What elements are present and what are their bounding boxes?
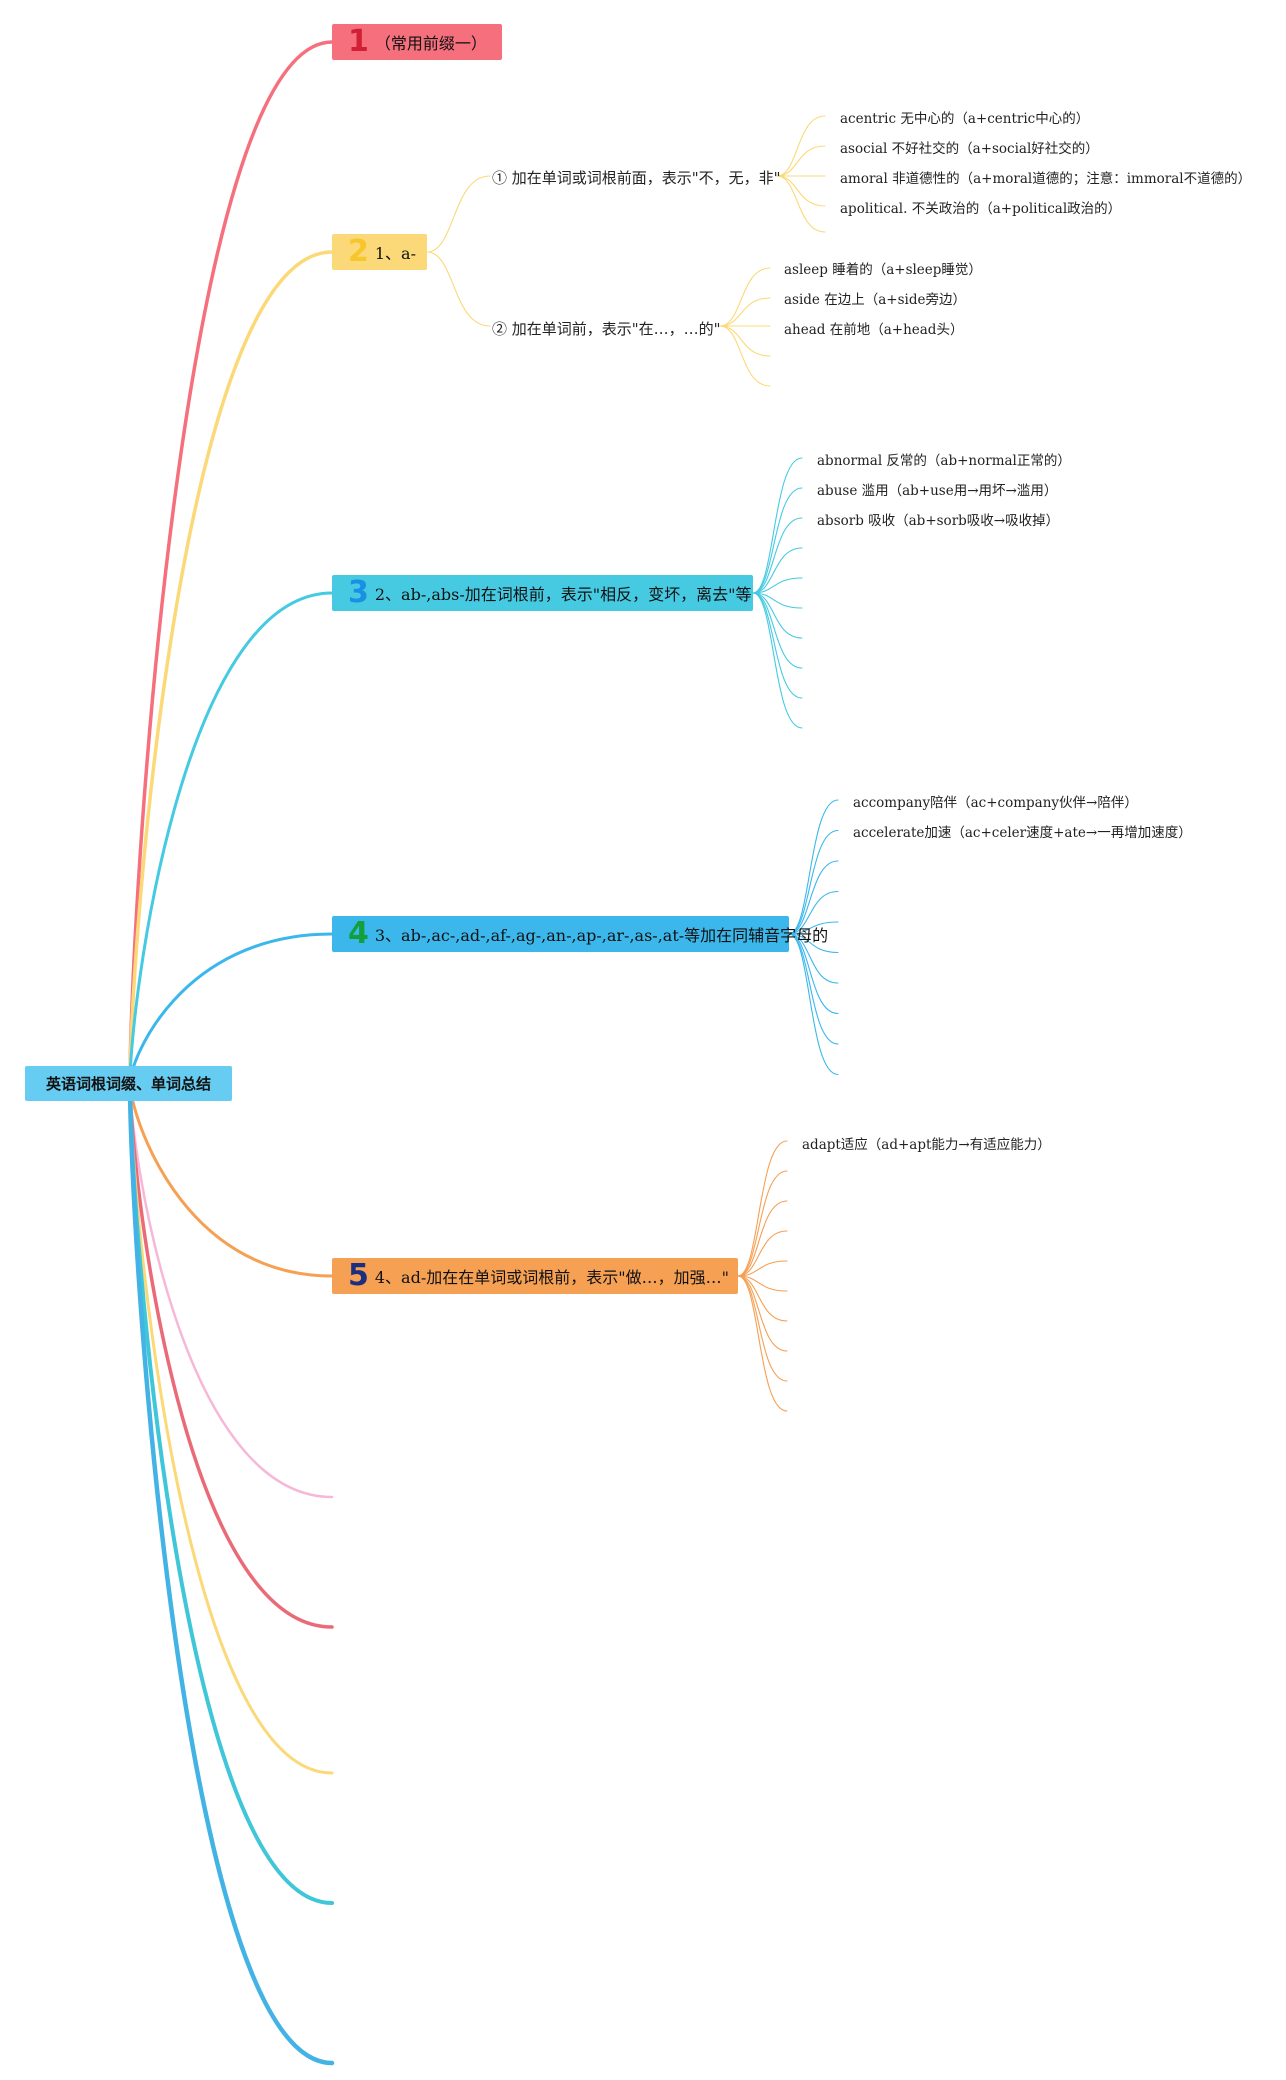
branch-2-sub-2-leaf-connector-4	[719, 325, 771, 357]
branch-5-leaf-connector-9	[737, 1275, 788, 1382]
branch-5-leaf-connector-1	[737, 1140, 788, 1277]
branch-5-number: 5	[348, 1258, 369, 1293]
branch-2-node[interactable]: 2 1、a-	[332, 234, 427, 270]
branch-5-leaf-connector-7	[737, 1275, 788, 1322]
leaf-acentric[interactable]: acentric 无中心的（a+centric中心的）	[840, 111, 1090, 127]
branch-3-leaf-connector-7	[752, 592, 803, 639]
leaf-ahead[interactable]: ahead 在前地（a+head头）	[784, 322, 964, 338]
leaf-adapt[interactable]: adapt适应（ad+apt能力→有适应能力）	[802, 1137, 1051, 1153]
branch-2-sub-1-leaf-connector-4	[776, 175, 826, 207]
branch-2-sub-2-leaf-connector-5	[719, 325, 771, 387]
branch-4-leaf-connector-2	[788, 829, 839, 935]
branch-5-leaf-connector-5	[737, 1260, 788, 1277]
branch-2-sub-connector-2	[426, 251, 491, 327]
leaf-absorb[interactable]: absorb 吸收（ab+sorb吸收→吸收掉）	[817, 513, 1060, 529]
leaf-amoral[interactable]: amoral 非道德性的（a+moral道德的；注意：immoral不道德的）	[840, 171, 1252, 187]
leaf-abuse[interactable]: abuse 滥用（ab+use用→用坏→滥用）	[817, 483, 1058, 499]
branch-4-leaf-connector-7	[788, 933, 839, 984]
branch-5-leaf-connector-2	[737, 1170, 788, 1277]
branch-4-leaf-connector-6	[788, 933, 839, 954]
branch-4-leaf-connector-9	[788, 933, 839, 1045]
branch-4-leaf-connector-4	[788, 890, 839, 935]
branch-3-leaf-connector-9	[752, 592, 803, 699]
branch-3-node[interactable]: 3 2、ab-,abs-加在词根前，表示"相反，变坏，离去"等	[332, 575, 753, 611]
branch-1-label: （常用前缀一）	[374, 34, 487, 53]
branch-5-node[interactable]: 5 4、ad-加在在单词或词根前，表示"做…，加强…"	[332, 1258, 738, 1294]
leaf-asocial[interactable]: asocial 不好社交的（a+social好社交的）	[840, 141, 1099, 157]
branch-2-connector	[128, 250, 334, 1085]
branch-2-sub-1-leaf-connector-2	[776, 145, 826, 177]
branch-3-connector	[128, 591, 334, 1085]
branch-4-number: 4	[348, 916, 369, 951]
branch-4-leaf-connector-1	[788, 799, 839, 935]
branch-2-sub-1[interactable]: ① 加在单词或词根前面，表示"不，无，非"	[492, 169, 781, 187]
branch-1-connector	[128, 40, 334, 1085]
leaf-accelerate[interactable]: accelerate加速（ac+celer速度+ate→一再增加速度）	[853, 825, 1192, 841]
branch-2-sub-1-leaf-connector-5	[776, 175, 826, 233]
branch-2-sub-2[interactable]: ② 加在单词前，表示"在…，…的"	[492, 320, 721, 338]
leaf-accompany[interactable]: accompany陪伴（ac+company伙伴→陪伴）	[853, 795, 1138, 811]
branch-3-leaf-connector-1	[752, 457, 803, 594]
branch-5-label: 4、ad-加在在单词或词根前，表示"做…，加强…"	[374, 1268, 729, 1287]
branch-3-leaf-connector-3	[752, 517, 803, 594]
branch-2-number: 2	[348, 234, 369, 269]
root-node[interactable]: 英语词根词缀、单词总结	[25, 1066, 232, 1101]
leaf-aside[interactable]: aside 在边上（a+side旁边）	[784, 292, 966, 308]
leaf-abnormal[interactable]: abnormal 反常的（ab+normal正常的）	[817, 453, 1071, 469]
branch-4-leaf-connector-3	[788, 860, 839, 935]
branch-3-leaf-connector-2	[752, 487, 803, 594]
branch-5-leaf-connector-4	[737, 1230, 788, 1277]
branch-2-sub-2-leaf-connector-2	[719, 297, 771, 327]
branch-3-label: 2、ab-,abs-加在词根前，表示"相反，变坏，离去"等	[374, 585, 752, 604]
branch-1-number: 1	[348, 24, 369, 59]
branch-5-leaf-connector-6	[737, 1275, 788, 1292]
branch-2-sub-1-leaf-connector-1	[776, 115, 826, 177]
branch-3-leaf-connector-4	[752, 547, 803, 594]
branch-3-leaf-connector-10	[752, 592, 803, 729]
branch-2-label: 1、a-	[374, 244, 417, 263]
branch-4-label: 3、ab-,ac-,ad-,af-,ag-,an-,ap-,ar-,as-,at…	[374, 926, 829, 945]
branch-4-node[interactable]: 4 3、ab-,ac-,ad-,af-,ag-,an-,ap-,ar-,as-,…	[332, 916, 828, 952]
leaf-asleep[interactable]: asleep 睡着的（a+sleep睡觉）	[784, 262, 982, 278]
branch-4-connector	[128, 932, 334, 1085]
branch-10-connector	[127, 1080, 335, 2066]
branch-3-leaf-connector-5	[752, 577, 803, 594]
branch-8-connector	[128, 1081, 334, 1775]
branch-1-node[interactable]: 1 （常用前缀一）	[332, 24, 502, 60]
branch-3-leaf-connector-6	[752, 592, 803, 609]
branch-5-connector	[128, 1081, 334, 1278]
branch-2-sub-2-leaf-connector-1	[719, 267, 771, 327]
branch-5-leaf-connector-3	[737, 1200, 788, 1277]
branch-3-number: 3	[348, 575, 369, 610]
branch-4-leaf-connector-10	[788, 933, 839, 1076]
branch-5-leaf-connector-10	[737, 1275, 788, 1412]
leaf-apolitical[interactable]: apolitical. 不关政治的（a+political政治的）	[840, 201, 1122, 217]
branch-7-connector	[128, 1081, 334, 1629]
branch-2-sub-connector-1	[426, 175, 491, 253]
branch-4-leaf-connector-5	[788, 921, 839, 935]
